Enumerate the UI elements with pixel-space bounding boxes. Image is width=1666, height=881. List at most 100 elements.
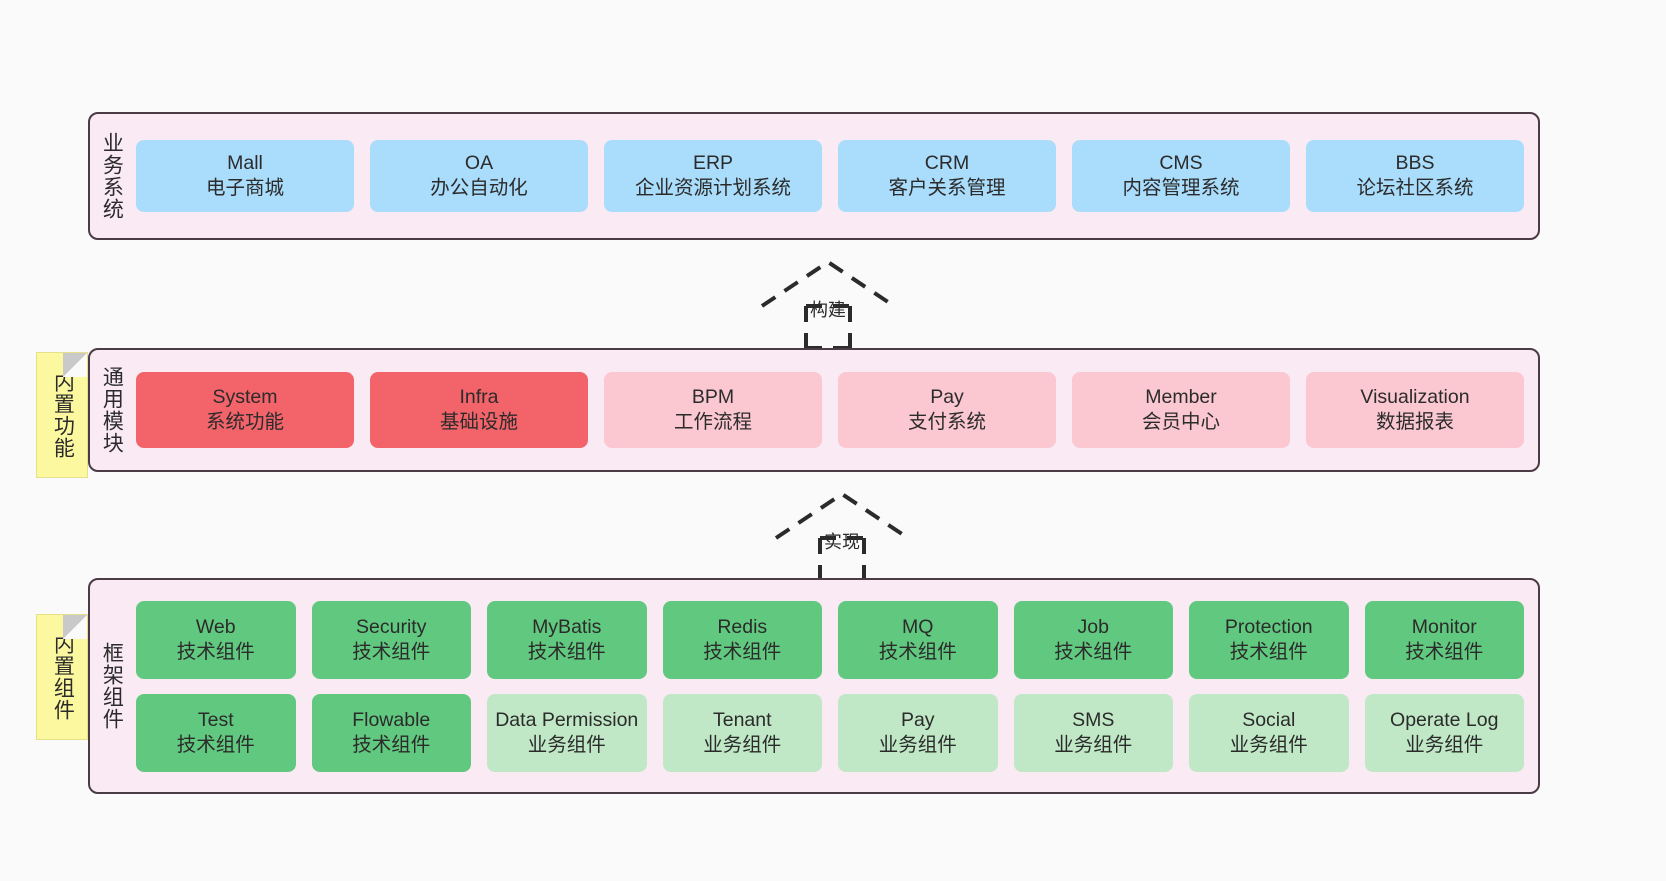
layer-title-framework-components: 框架组件 bbox=[100, 642, 124, 730]
connector-build-glyph bbox=[760, 259, 896, 350]
tile-label-cn: 技术组件 bbox=[176, 640, 255, 663]
layer-body-common-modules: System 系统功能 Infra 基础设施 BPM 工作流程 Pay 支付系统… bbox=[132, 350, 1538, 470]
tile-label-cn: 技术组件 bbox=[352, 640, 431, 663]
tile-security[interactable]: Security 技术组件 bbox=[311, 600, 471, 679]
tile-label-cn: 工作流程 bbox=[673, 411, 752, 433]
tile-label-en: ERP bbox=[692, 152, 734, 175]
tile-label-en: System bbox=[212, 386, 278, 409]
tile-label-cn: 企业资源计划系统 bbox=[634, 177, 791, 199]
tile-label-en: Mall bbox=[227, 152, 263, 175]
tile-label-cn: 业务组件 bbox=[878, 733, 957, 756]
tile-flowable[interactable]: Flowable 技术组件 bbox=[311, 693, 471, 772]
layer-framework-components: 框架组件 Web 技术组件 Security 技术组件 MyBatis 技术组件… bbox=[88, 578, 1540, 794]
tile-member[interactable]: Member 会员中心 bbox=[1072, 372, 1290, 448]
connector-build: 构建 bbox=[758, 258, 898, 350]
connector-realize: 实现 bbox=[772, 490, 912, 582]
layer-common-modules: 通用模块 System 系统功能 Infra 基础设施 BPM 工作流程 Pay… bbox=[88, 348, 1540, 472]
tile-label-cn: 会员中心 bbox=[1141, 411, 1220, 433]
tile-label-en: CRM bbox=[924, 152, 970, 175]
tile-label-cn: 业务组件 bbox=[703, 733, 782, 756]
tile-label-cn: 论坛社区系统 bbox=[1356, 177, 1474, 199]
tile-erp[interactable]: ERP 企业资源计划系统 bbox=[604, 140, 822, 212]
tile-label-en: Job bbox=[1077, 615, 1109, 638]
tile-monitor[interactable]: Monitor 技术组件 bbox=[1364, 600, 1524, 679]
tile-label-cn: 技术组件 bbox=[1229, 640, 1308, 663]
tile-label-en: CMS bbox=[1159, 152, 1203, 175]
tile-infra[interactable]: Infra 基础设施 bbox=[370, 372, 588, 448]
note-label: 内置功能 bbox=[51, 371, 75, 459]
tile-label-cn: 技术组件 bbox=[1054, 640, 1133, 663]
tile-label-en: Tenant bbox=[712, 708, 772, 731]
tile-label-cn: 业务组件 bbox=[527, 733, 606, 756]
tile-label-cn: 内容管理系统 bbox=[1122, 177, 1240, 199]
tile-label-en: Test bbox=[197, 708, 234, 731]
tile-redis[interactable]: Redis 技术组件 bbox=[662, 600, 822, 679]
tile-label-cn: 客户关系管理 bbox=[888, 177, 1006, 199]
tile-mq[interactable]: MQ 技术组件 bbox=[838, 600, 998, 679]
tile-label-en: Operate Log bbox=[1390, 708, 1499, 731]
tile-label-en: Pay bbox=[900, 708, 935, 731]
tile-label-cn: 技术组件 bbox=[703, 640, 782, 663]
tile-cms[interactable]: CMS 内容管理系统 bbox=[1072, 140, 1290, 212]
tile-crm[interactable]: CRM 客户关系管理 bbox=[838, 140, 1056, 212]
tile-social[interactable]: Social 业务组件 bbox=[1189, 693, 1349, 772]
note-label: 内置组件 bbox=[51, 633, 75, 721]
layer-title-business-systems: 业务系统 bbox=[100, 132, 124, 220]
tile-label-cn: 技术组件 bbox=[176, 733, 255, 756]
tile-label-cn: 技术组件 bbox=[352, 733, 431, 756]
tile-pay-component[interactable]: Pay 业务组件 bbox=[838, 693, 998, 772]
layer-title-common-modules: 通用模块 bbox=[100, 366, 124, 454]
tile-label-en: MQ bbox=[902, 615, 934, 638]
tile-label-cn: 基础设施 bbox=[439, 411, 518, 433]
tile-label-cn: 支付系统 bbox=[907, 411, 986, 433]
tile-label-cn: 业务组件 bbox=[1229, 733, 1308, 756]
tile-label-cn: 办公自动化 bbox=[430, 177, 528, 199]
tile-label-en: BPM bbox=[691, 386, 735, 409]
tile-label-cn: 技术组件 bbox=[527, 640, 606, 663]
tile-label-en: SMS bbox=[1072, 708, 1115, 731]
tile-label-en: Monitor bbox=[1411, 615, 1477, 638]
tile-mall[interactable]: Mall 电子商城 bbox=[136, 140, 354, 212]
tile-label-cn: 系统功能 bbox=[205, 411, 284, 433]
tile-label-en: BBS bbox=[1395, 152, 1435, 175]
tile-label-cn: 电子商城 bbox=[205, 177, 284, 199]
tile-label-en: OA bbox=[464, 152, 494, 175]
note-built-in-functions: 内置功能 bbox=[36, 352, 88, 478]
tile-tenant[interactable]: Tenant 业务组件 bbox=[662, 693, 822, 772]
layer-body-framework-components: Web 技术组件 Security 技术组件 MyBatis 技术组件 Redi… bbox=[132, 580, 1538, 792]
tile-label-en: Infra bbox=[459, 386, 499, 409]
tile-label-en: Protection bbox=[1224, 615, 1313, 638]
tile-sms[interactable]: SMS 业务组件 bbox=[1013, 693, 1173, 772]
tile-label-en: Member bbox=[1145, 386, 1217, 409]
tile-label-cn: 技术组件 bbox=[1405, 640, 1484, 663]
tile-bpm[interactable]: BPM 工作流程 bbox=[604, 372, 822, 448]
tile-protection[interactable]: Protection 技术组件 bbox=[1189, 600, 1349, 679]
tile-label-cn: 数据报表 bbox=[1375, 411, 1454, 433]
tile-label-en: Web bbox=[195, 615, 236, 638]
layer-body-business-systems: Mall 电子商城 OA 办公自动化 ERP 企业资源计划系统 CRM 客户关系… bbox=[132, 114, 1538, 238]
tile-label-en: Data Permission bbox=[495, 708, 639, 731]
tile-row: Mall 电子商城 OA 办公自动化 ERP 企业资源计划系统 CRM 客户关系… bbox=[136, 140, 1524, 212]
tile-label-cn: 业务组件 bbox=[1405, 733, 1484, 756]
tile-job[interactable]: Job 技术组件 bbox=[1013, 600, 1173, 679]
tile-label-en: MyBatis bbox=[532, 615, 602, 638]
tile-mybatis[interactable]: MyBatis 技术组件 bbox=[487, 600, 647, 679]
tile-visualization[interactable]: Visualization 数据报表 bbox=[1306, 372, 1524, 448]
connector-realize-glyph bbox=[774, 491, 910, 582]
tile-label-en: Flowable bbox=[352, 708, 431, 731]
tile-row: System 系统功能 Infra 基础设施 BPM 工作流程 Pay 支付系统… bbox=[136, 372, 1524, 448]
tile-pay-module[interactable]: Pay 支付系统 bbox=[838, 372, 1056, 448]
tile-label-en: Security bbox=[356, 615, 427, 638]
tile-oa[interactable]: OA 办公自动化 bbox=[370, 140, 588, 212]
tile-bbs[interactable]: BBS 论坛社区系统 bbox=[1306, 140, 1524, 212]
tile-data-permission[interactable]: Data Permission 业务组件 bbox=[487, 693, 647, 772]
tile-label-en: Redis bbox=[717, 615, 768, 638]
tile-test[interactable]: Test 技术组件 bbox=[136, 693, 296, 772]
tile-row-business: Test 技术组件 Flowable 技术组件 Data Permission … bbox=[136, 693, 1524, 772]
tile-row-tech: Web 技术组件 Security 技术组件 MyBatis 技术组件 Redi… bbox=[136, 600, 1524, 679]
tile-system[interactable]: System 系统功能 bbox=[136, 372, 354, 448]
tile-operate-log[interactable]: Operate Log 业务组件 bbox=[1364, 693, 1524, 772]
layer-business-systems: 业务系统 Mall 电子商城 OA 办公自动化 ERP 企业资源计划系统 CRM… bbox=[88, 112, 1540, 240]
tile-label-cn: 业务组件 bbox=[1054, 733, 1133, 756]
tile-web[interactable]: Web 技术组件 bbox=[136, 600, 296, 679]
